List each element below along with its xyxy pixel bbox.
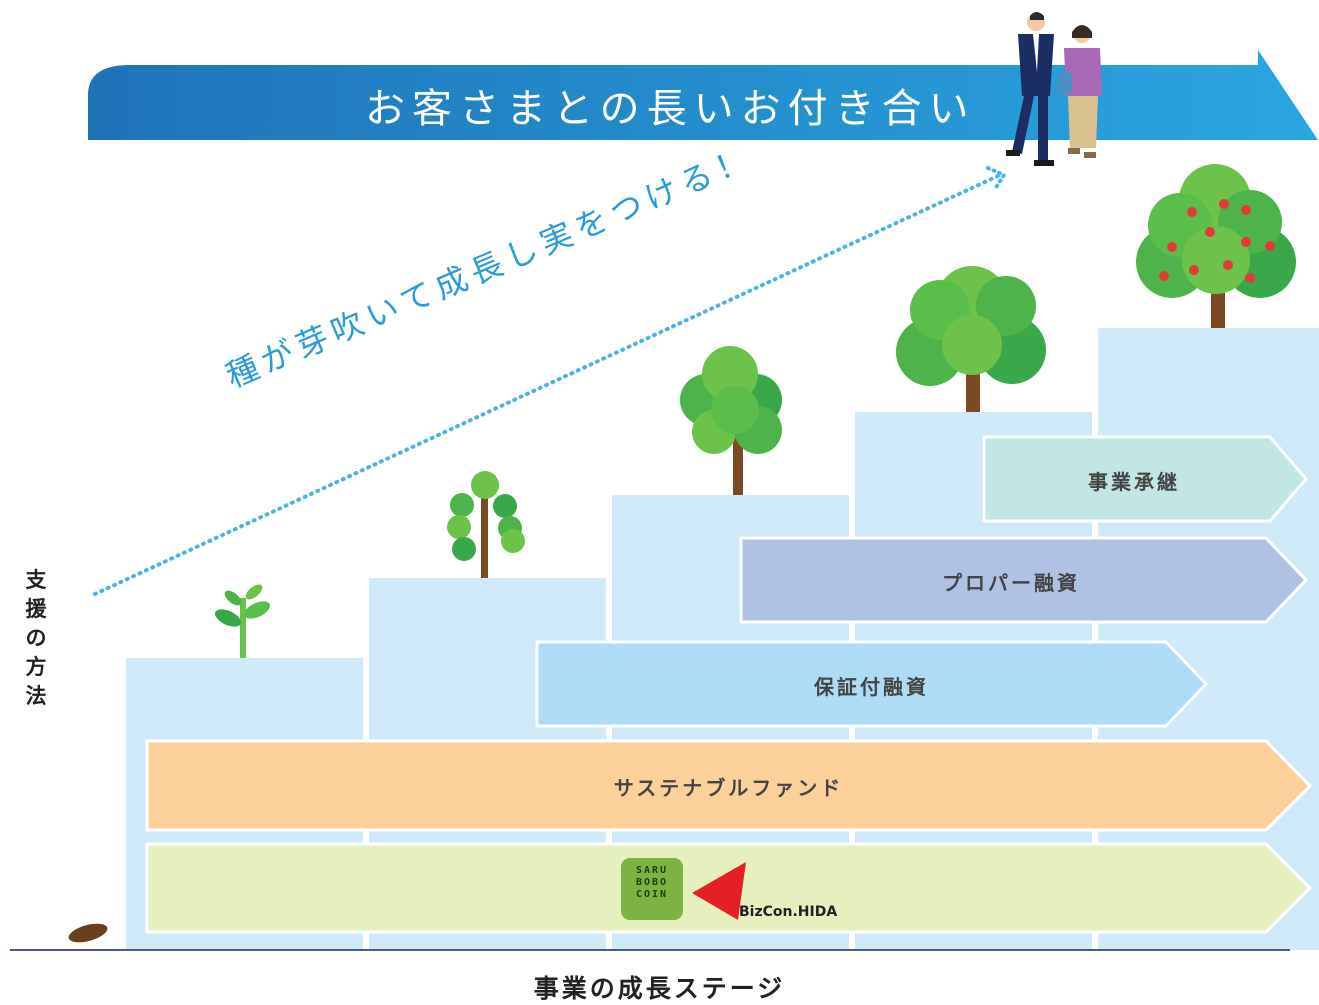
arrow-label-jigyou-shoukei: 事業承継 [1088, 470, 1180, 494]
saru-bobo-coin-text: SARU BOBO COIN [635, 865, 669, 900]
growth-dotted-line [93, 173, 1002, 596]
vertical-axis-label: 支援の方法 [25, 568, 47, 708]
bizcon-triangle-icon [692, 862, 746, 920]
bizcon-hida-logo-text: BizCon.HIDA [739, 904, 838, 920]
arrow-jigyou-shoukei [982, 435, 1308, 523]
small-tree-icon [447, 471, 525, 578]
saru-bobo-coin-logo: SARU BOBO COIN [621, 858, 683, 920]
arrow-guaranteed-loan [535, 640, 1209, 728]
fruit-tree-icon [1136, 164, 1296, 328]
seed-icon [68, 923, 108, 943]
walking-couple-icon [1006, 12, 1102, 166]
arrow-label-proper-loan: プロパー融資 [942, 571, 1080, 595]
horizontal-axis-label: 事業の成長ステージ [533, 974, 786, 1003]
arrow-sustainable-fund [145, 739, 1313, 832]
arrow-proper-loan [739, 536, 1309, 624]
arrow-label-guaranteed-loan: 保証付融資 [814, 675, 929, 699]
growth-arrowhead-icon [986, 166, 1007, 191]
arrow-label-sustainable-fund: サステナブルファンド [613, 776, 844, 800]
medium-tree-icon [680, 346, 782, 495]
banner-arrow [88, 50, 1318, 140]
sprout-icon [214, 584, 271, 658]
large-tree-icon [896, 266, 1046, 412]
banner-title: お客さまとの長いお付き合い [365, 86, 976, 132]
